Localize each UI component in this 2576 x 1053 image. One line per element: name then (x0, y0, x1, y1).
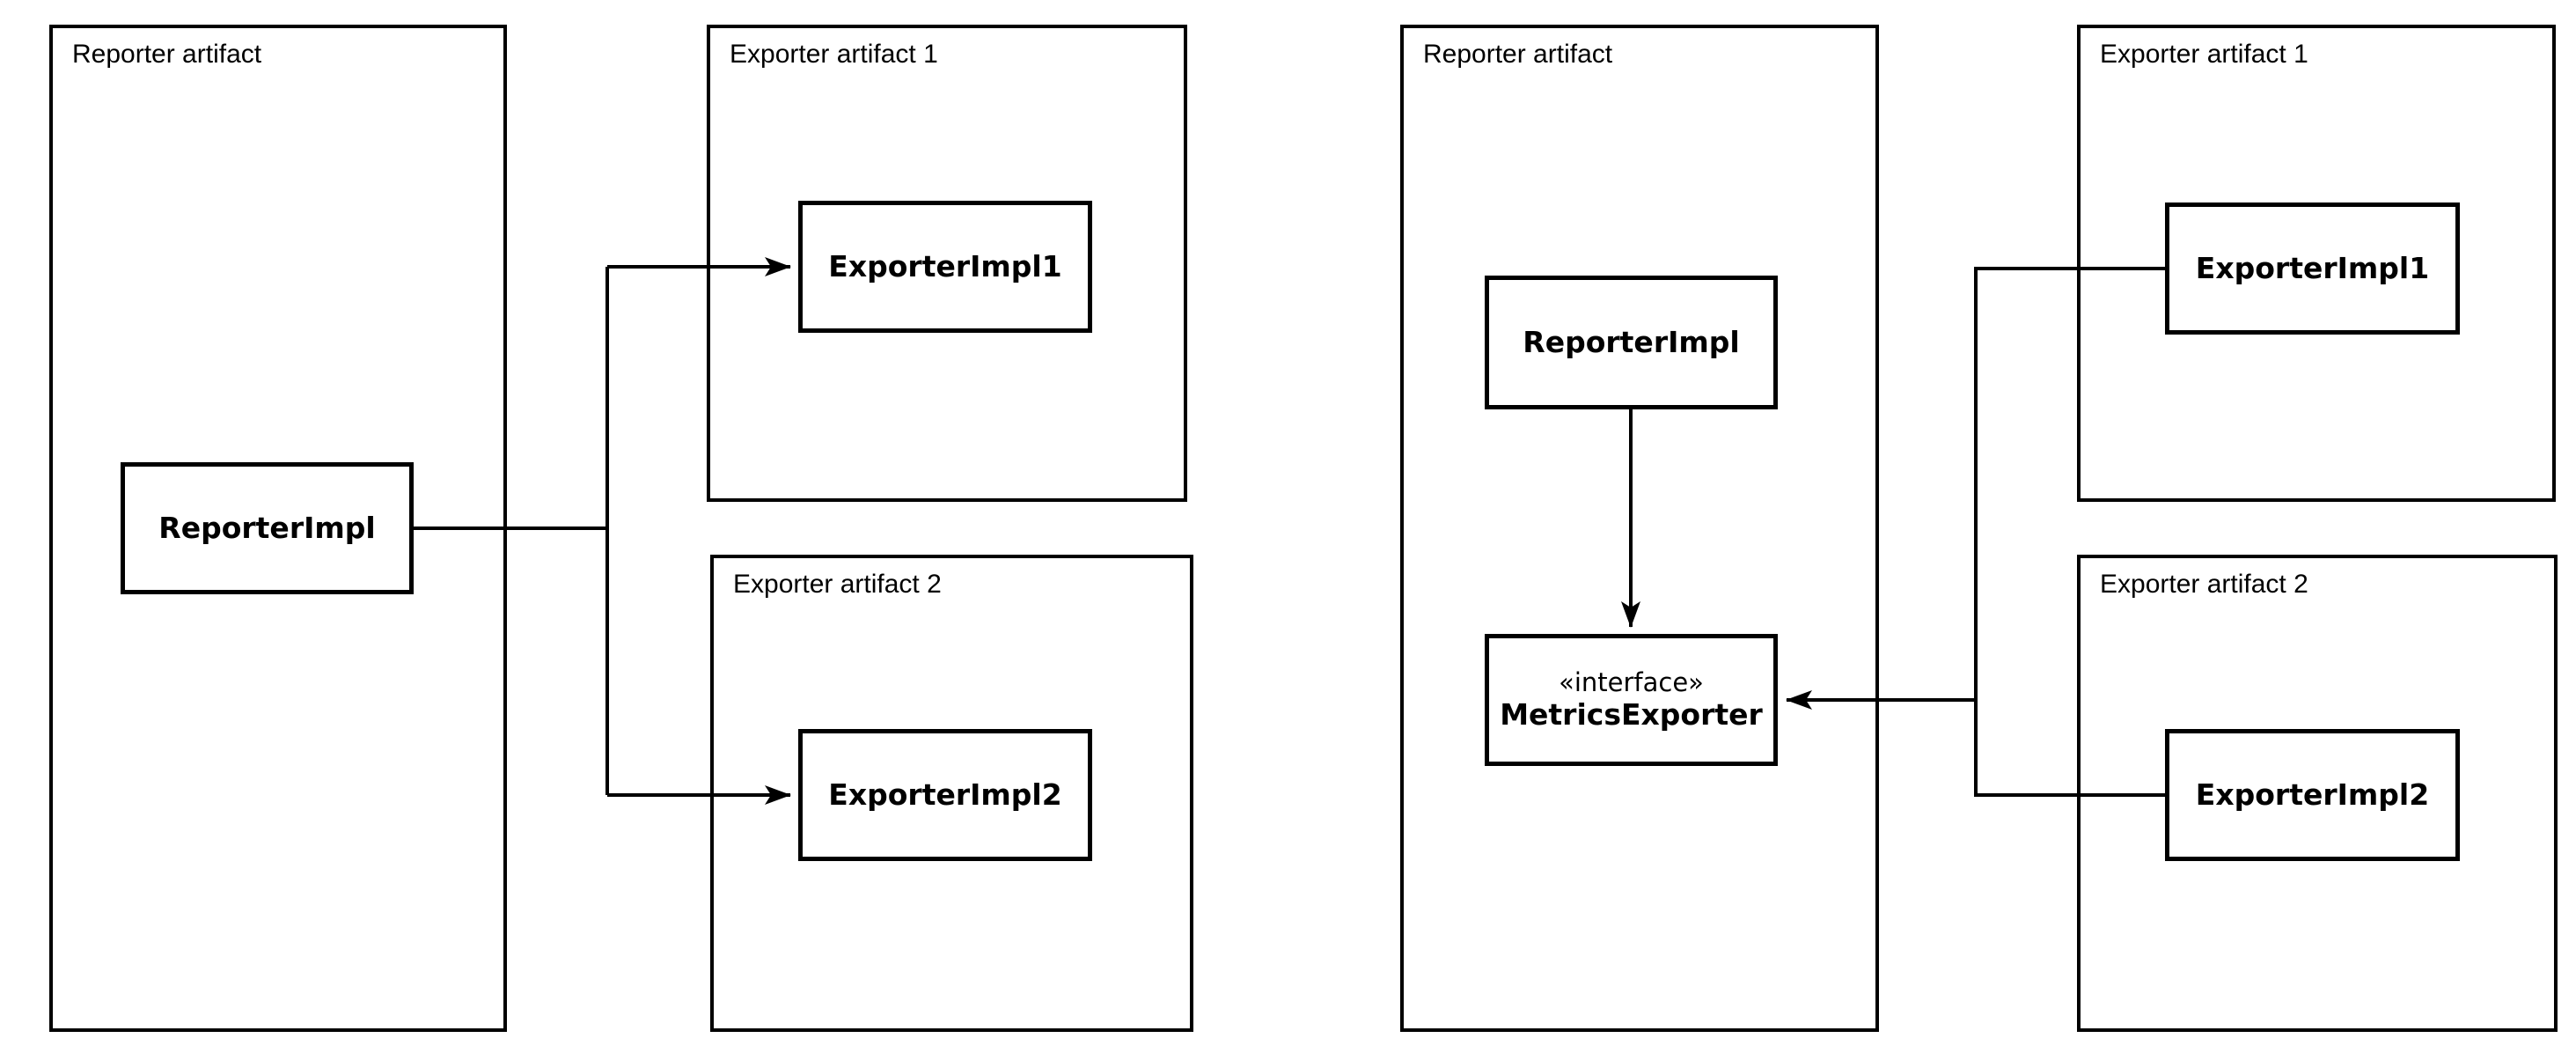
right-class-reporterimpl-name: ReporterImpl (1523, 325, 1740, 360)
left-class-exporterimpl1: ExporterImpl1 (798, 201, 1092, 333)
left-artifact-exporter-2-label: Exporter artifact 2 (733, 570, 942, 599)
right-class-exporterimpl1-name: ExporterImpl1 (2195, 251, 2430, 286)
left-edge-reporter-trunk (414, 267, 609, 795)
right-class-metricsexporter-stereotype: «interface» (1559, 667, 1704, 698)
right-edge-exporters-trunk (1974, 267, 2165, 797)
left-artifact-reporter-label: Reporter artifact (72, 40, 262, 69)
right-class-exporterimpl2-name: ExporterImpl2 (2195, 777, 2430, 813)
right-class-metricsexporter: «interface» MetricsExporter (1485, 634, 1778, 766)
left-artifact-exporter-1-label: Exporter artifact 1 (730, 40, 938, 69)
right-class-exporterimpl2: ExporterImpl2 (2165, 729, 2460, 861)
right-class-exporterimpl1: ExporterImpl1 (2165, 202, 2460, 335)
right-class-reporterimpl: ReporterImpl (1485, 276, 1778, 409)
right-artifact-reporter: Reporter artifact (1400, 25, 1879, 1032)
left-class-exporterimpl2-name: ExporterImpl2 (828, 777, 1062, 813)
right-artifact-exporter-1-label: Exporter artifact 1 (2100, 40, 2308, 69)
left-class-exporterimpl1-name: ExporterImpl1 (828, 249, 1062, 284)
left-class-exporterimpl2: ExporterImpl2 (798, 729, 1092, 861)
right-class-metricsexporter-name: MetricsExporter (1500, 696, 1763, 732)
left-class-reporterimpl-name: ReporterImpl (158, 511, 376, 546)
left-class-reporterimpl: ReporterImpl (121, 462, 414, 594)
right-artifact-reporter-label: Reporter artifact (1423, 40, 1613, 69)
right-artifact-exporter-2-label: Exporter artifact 2 (2100, 570, 2308, 599)
